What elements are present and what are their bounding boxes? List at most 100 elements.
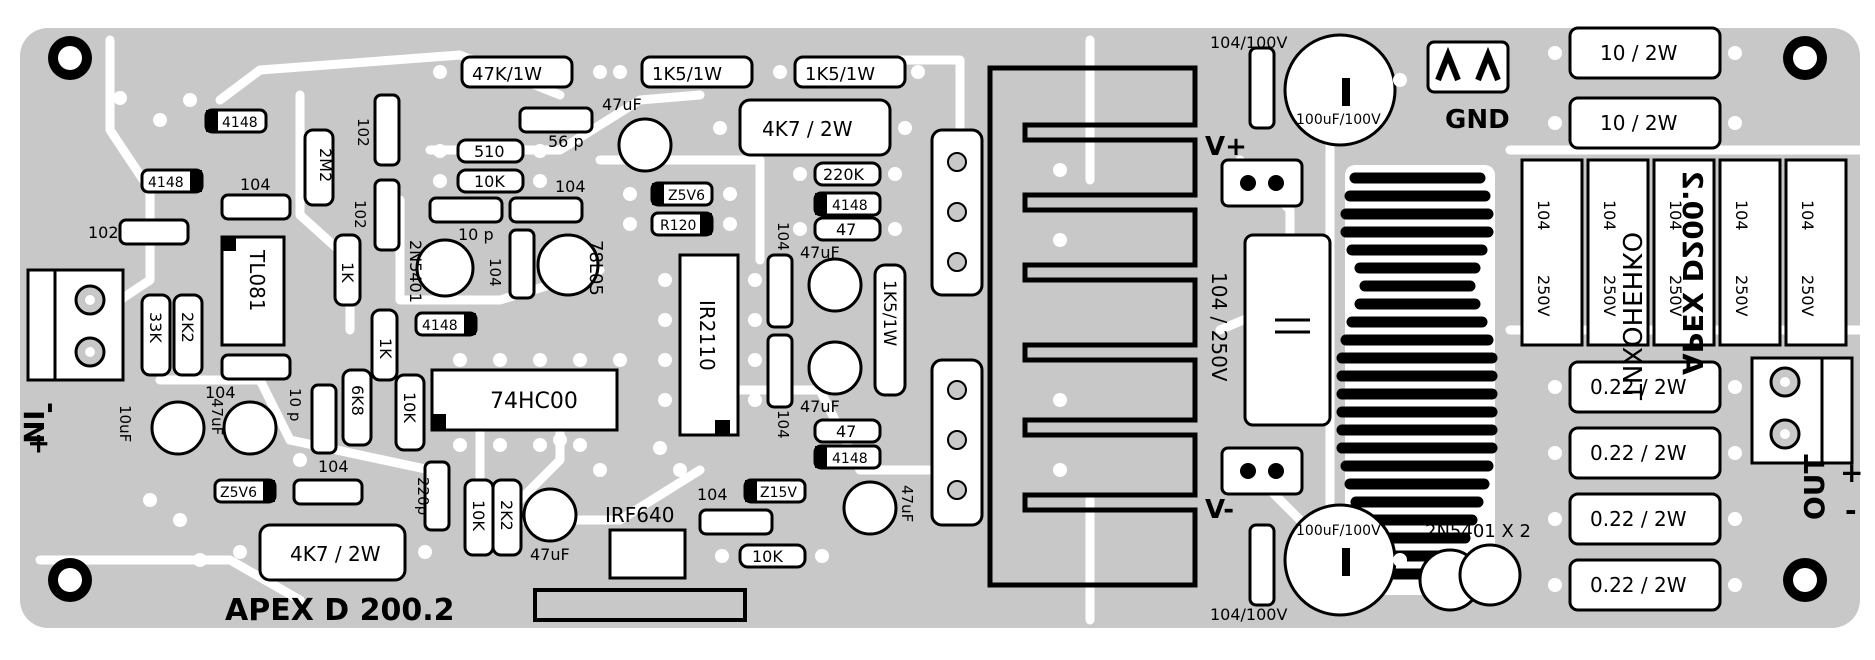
ic-74hc00-label: 74HC00 [490,389,578,414]
r-4k7-top-label: 4K7 / 2W [762,117,853,141]
d-z5v6-b-label: Z5V6 [220,485,257,501]
c-47uf-c-label: 47uF [800,397,840,416]
c-102-c-label: 102 [88,223,119,242]
gnd-label: GND [1445,105,1510,135]
c-47uf-top-label: 47uF [602,95,642,114]
r-6k8-label: 6K8 [348,385,367,416]
d-4148-d-label: 4148 [422,318,458,334]
mosfet-irf640 [533,528,747,622]
transistor-pair [1418,543,1522,612]
vminus-label: V- [1205,495,1234,525]
d-4148-a-label: 4148 [222,115,258,131]
electrolytic-100uf-bottom-label: 100uF/100V [1296,523,1381,539]
c-104-h-label: 104 [697,485,728,504]
c-104-g-label: 104 [318,457,349,476]
capacitor-104-250v-label: 104 / 250V [1207,272,1231,382]
cap-bank-3-value: 104 [1666,200,1685,231]
input-label: IN [17,410,50,444]
d-r120-label: R120 [660,218,696,234]
input-plus-label: + [23,432,56,455]
ic-ir2110 [678,253,740,437]
c-10p-b-label: 10 p [286,388,304,421]
c-104-100v-top-label: 104/100V [1210,33,1287,52]
regulator-78l05 [536,233,600,297]
c-220p-label: 220p [414,477,432,515]
r-47-a-label: 47 [836,220,856,239]
power-transistor-bottom [930,358,984,527]
c-102-a-label: 102 [354,118,372,147]
r-4k7-bot-label: 4K7 / 2W [290,542,381,566]
c-104-a-label: 104 [240,175,271,194]
vertical-resistor-bodies [140,128,907,557]
r-10k-a-label: 10K [474,172,505,191]
ic-tl081 [220,235,286,347]
mounting-hole-tr-icon [1783,36,1827,80]
c-104-d-label: 104 [774,222,792,251]
r-10k-b-label: 10K [400,392,419,423]
r-022-c-label: 0.22 / 2W [1590,507,1687,531]
cap-bank-5-voltage: 250V [1798,275,1817,317]
c-47uf-d-label: 47uF [208,398,226,435]
mirror-maker: ТИХОНЕНКО [1616,232,1646,401]
cap-bank-4-value: 104 [1732,200,1751,231]
r-47-b-label: 47 [836,422,856,441]
r-2m2-label: 2M2 [316,148,335,182]
diode-bands [190,110,827,502]
regulator-78l05-label: 78L05 [585,240,606,296]
r-2k2-a-label: 2K2 [178,312,197,343]
resistor-bodies [258,26,1722,612]
c-104-e-label: 104 [774,410,792,439]
d-4148-c-label: 4148 [832,198,868,214]
board-title: APEX D 200.2 [225,593,455,628]
c-102-b-label: 102 [351,200,369,229]
cap-bank-3-voltage: 250V [1666,275,1685,317]
cap-bank-2-voltage: 250V [1600,275,1619,317]
r-220k-label: 220K [823,165,865,184]
mosfet-irf640-label: IRF640 [605,503,674,527]
c-47uf-e-label: 47uF [530,545,570,564]
cap-bank-2-value: 104 [1600,200,1619,231]
transistor-2n5401 [415,238,475,298]
output-minus-label: - [1845,494,1857,527]
ceramic-cap-bodies [118,46,1276,607]
vminus-header [1220,446,1304,496]
c-104-100v-bottom-label: 104/100V [1210,605,1287,624]
r-2k2-b-label: 2K2 [497,500,516,531]
cap-bank-1-voltage: 250V [1534,275,1553,317]
output-terminal [1750,356,1854,465]
r-10k-c-label: 10K [469,500,488,531]
cap-bank [1520,158,1848,347]
ic-74hc00 [430,368,619,432]
r-510-label: 510 [474,142,505,161]
mirror-title: APEX D200.2 [1676,171,1709,375]
gnd-header [1426,40,1510,94]
r-1k5-v-label: 1K5/1W [879,280,899,346]
r-1k5-a-label: 1K5/1W [652,64,722,85]
vplus-header [1220,158,1304,208]
input-terminal [26,268,125,382]
r-022-b-label: 0.22 / 2W [1590,441,1687,465]
r-10k-d-label: 10K [752,547,783,566]
r-1k5-b-label: 1K5/1W [805,64,875,85]
r-33k-label: 33K [146,312,165,343]
d-z15v-label: Z15V [760,485,797,501]
d-z5v6-a-label: Z5V6 [668,188,705,204]
input-minus-label: - [35,402,68,414]
mounting-hole-bl-icon [48,558,92,602]
r-47k-label: 47K/1W [472,64,542,85]
r-1k-a-label: 1K [338,262,357,283]
electrolytic-100uf-top [1283,33,1397,147]
output-label: OUT [1798,454,1831,520]
c-10p-a-label: 10 p [458,225,494,244]
c-47uf-b-label: 47uF [800,243,840,262]
transistor-pair-label: 2N5401 X 2 [1425,521,1531,542]
r-10-2w-a-label: 10 / 2W [1600,41,1678,65]
output-inductor [1336,165,1498,595]
r-022-a-label: 0.22 / 2W [1590,375,1687,399]
vplus-label: V+ [1205,132,1247,162]
c-56p-label: 56 p [548,132,584,151]
solder-pads [113,46,1742,592]
power-transistor-top [930,128,984,297]
c-10uf-label: 10uF [116,405,134,442]
